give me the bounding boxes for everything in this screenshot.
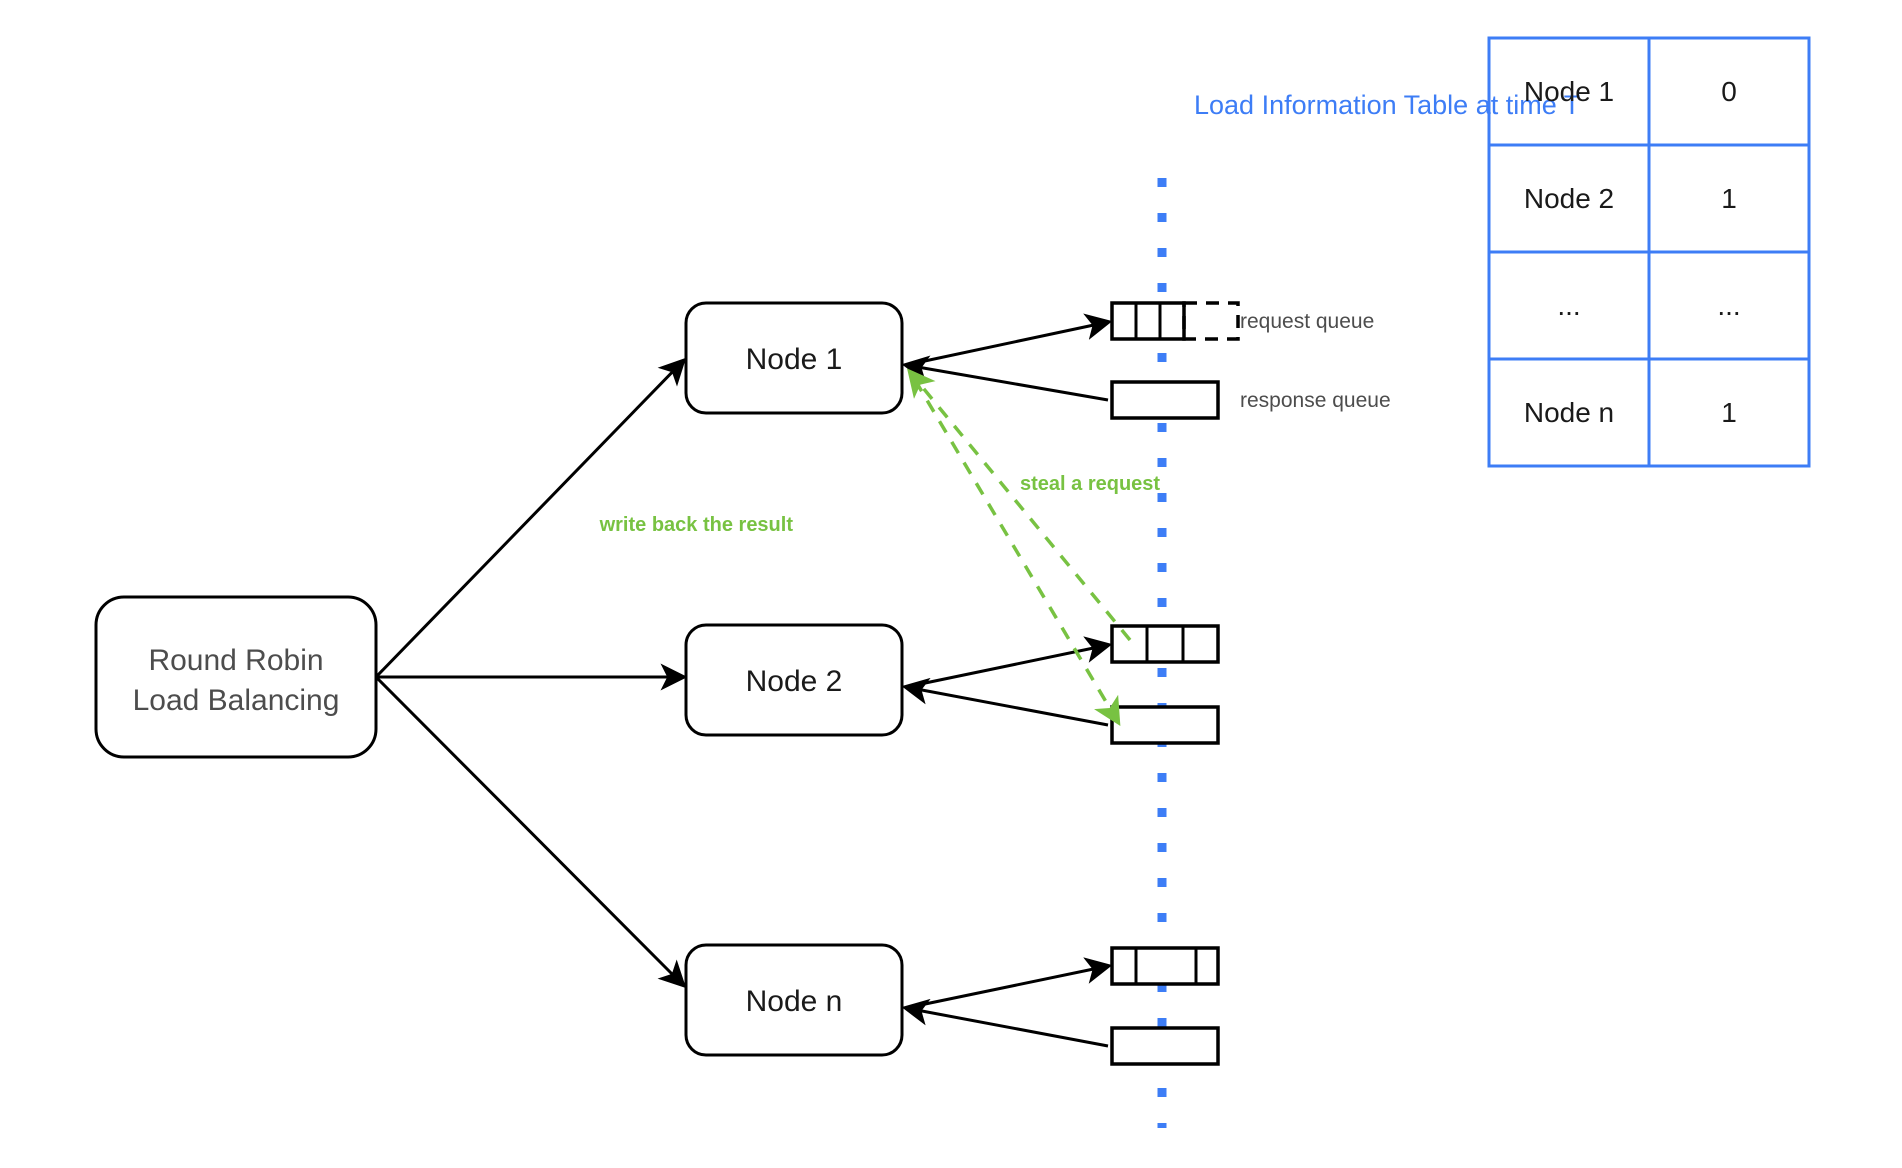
table-cell-node: Node n — [1523, 396, 1615, 428]
write-back-result-arrow — [913, 379, 1121, 727]
response-queue-to-node2-arrow — [901, 677, 1109, 727]
steal-request-label: steal a request — [1020, 473, 1160, 495]
node-box-node-n[interactable]: Node n — [684, 943, 904, 1057]
noden-to-request-queue-arrow — [905, 957, 1113, 1010]
load-information-table — [1487, 36, 1811, 468]
response-queue-node-n[interactable] — [1110, 1026, 1220, 1066]
request-queue-node-1[interactable] — [1110, 301, 1240, 341]
load-balancer-box[interactable]: Round Robin Load Balancing — [94, 595, 378, 759]
response-queue-node-1[interactable] — [1110, 380, 1220, 420]
write-back-result-label: write back the result — [599, 514, 794, 536]
lb-to-node1-arrow — [374, 357, 687, 679]
table-cell-load: ... — [1717, 289, 1741, 321]
table-row[interactable]: Node n 1 — [1489, 359, 1809, 466]
request-queue-node-2[interactable] — [1110, 624, 1220, 664]
table-row[interactable]: ... ... — [1489, 252, 1809, 359]
load-table-text-layer: Node 1 0 Node 2 1 ... ... Node n 1 — [1489, 38, 1809, 466]
load-balancer-line2: Load Balancing — [133, 684, 340, 717]
table-row[interactable]: Node 1 0 — [1489, 38, 1809, 145]
node1-to-request-queue-arrow — [905, 313, 1113, 367]
response-queue-to-noden-arrow — [901, 998, 1109, 1048]
table-cell-node: Node 1 — [1523, 75, 1615, 107]
node-box-node-1[interactable]: Node 1 — [684, 301, 904, 415]
steal-request-arrow — [907, 368, 1132, 642]
response-queue-node-2[interactable] — [1110, 705, 1220, 745]
request-queue-empty-slot-node-1 — [1182, 301, 1240, 341]
table-cell-load: 1 — [1721, 396, 1737, 428]
response-queue-to-node1-arrow — [901, 355, 1109, 402]
table-cell-load: 1 — [1721, 182, 1737, 214]
table-cell-node: ... — [1557, 289, 1581, 321]
table-row[interactable]: Node 2 1 — [1489, 145, 1809, 252]
node-label-n: Node n — [746, 985, 843, 1018]
table-cell-node: Node 2 — [1523, 182, 1615, 214]
node2-to-request-queue-arrow — [905, 636, 1113, 689]
node-label-2: Node 2 — [746, 665, 843, 698]
table-cell-load: 0 — [1721, 75, 1737, 107]
load-balancer-line1: Round Robin — [148, 644, 323, 677]
request-queue-label: request queue — [1240, 310, 1374, 333]
lb-to-noden-arrow — [374, 675, 687, 989]
response-queue-label: response queue — [1240, 389, 1391, 412]
node-box-node-2[interactable]: Node 2 — [684, 623, 904, 737]
load-table-title: Load Information Table at time T — [1194, 90, 1580, 120]
request-queue-node-n[interactable] — [1110, 946, 1220, 986]
node-label-1: Node 1 — [746, 343, 843, 376]
